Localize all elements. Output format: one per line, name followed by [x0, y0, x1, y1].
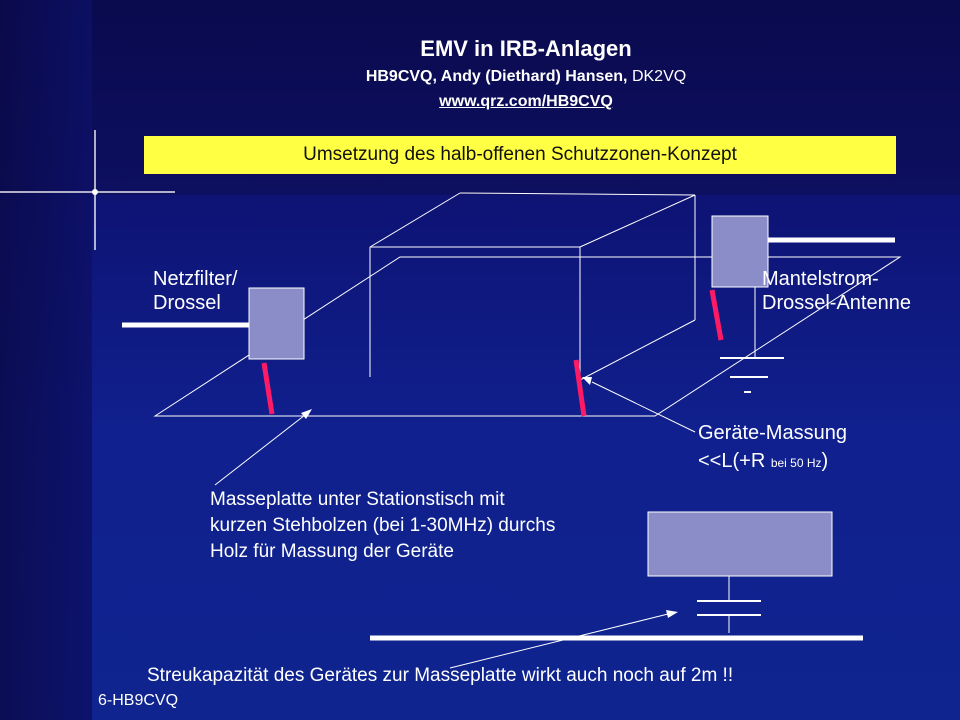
ground-symbol-icon	[720, 287, 784, 393]
subtitle-banner: Umsetzung des halb-offenen Schutzzonen-K…	[144, 136, 896, 174]
lower-device-box	[647, 511, 833, 577]
label-masseplatte: Masseplatte unter Stationstisch mit kurz…	[210, 487, 555, 565]
label-netzfilter-line1: Netzfilter/	[153, 268, 238, 290]
label-geraete-massung: Geräte-Massung <<L(+R bei 50 Hz)	[698, 419, 847, 477]
antenna-choke-box	[711, 215, 769, 288]
device-box	[369, 192, 696, 381]
label-netzfilter-line2: Drossel	[153, 292, 221, 314]
label-masse-line1: Geräte-Massung	[698, 422, 847, 444]
label-mantelstrom: Mantelstrom- Drossel-Antenne	[762, 267, 911, 315]
device-ground-strap	[573, 359, 587, 417]
author-url[interactable]: www.qrz.com/HB9CVQ	[439, 93, 613, 110]
slide-footer: 6-HB9CVQ	[98, 692, 179, 709]
arrow-head-icon	[666, 610, 678, 618]
label-netzfilter: Netzfilter/ Drossel	[153, 267, 237, 315]
label-mantel-line2: Drossel-Antenne	[762, 292, 911, 314]
page-title: EMV in IRB-Anlagen	[420, 36, 632, 61]
left-strip	[0, 0, 92, 720]
label-platte-line2: kurzen Stehbolzen (bei 1-30MHz) durchs	[210, 515, 556, 536]
label-streukapazitaet: Streukapazität des Gerätes zur Masseplat…	[147, 665, 734, 686]
arrow-head-icon	[301, 409, 312, 419]
label-platte-line3: Holz für Massung der Geräte	[210, 541, 454, 562]
sparkle-decoration	[0, 130, 175, 250]
ground-plate	[153, 256, 902, 417]
capacitor-symbol-icon	[697, 576, 761, 633]
arrow-head-icon	[582, 377, 592, 385]
label-mantel-line1: Mantelstrom-	[762, 268, 879, 290]
label-masse-line2: <<L(+R bei 50 Hz)	[698, 450, 829, 472]
choke-ground-strap	[709, 289, 724, 341]
author-call: DK2VQ	[631, 68, 687, 85]
mains-filter-box	[248, 287, 305, 360]
author-line: HB9CVQ, Andy (Diethard) Hansen, DK2VQ	[92, 68, 960, 86]
filter-ground-strap	[261, 362, 275, 415]
author-name: HB9CVQ, Andy (Diethard) Hansen,	[365, 68, 628, 85]
label-platte-line1: Masseplatte unter Stationstisch mit	[210, 489, 505, 510]
